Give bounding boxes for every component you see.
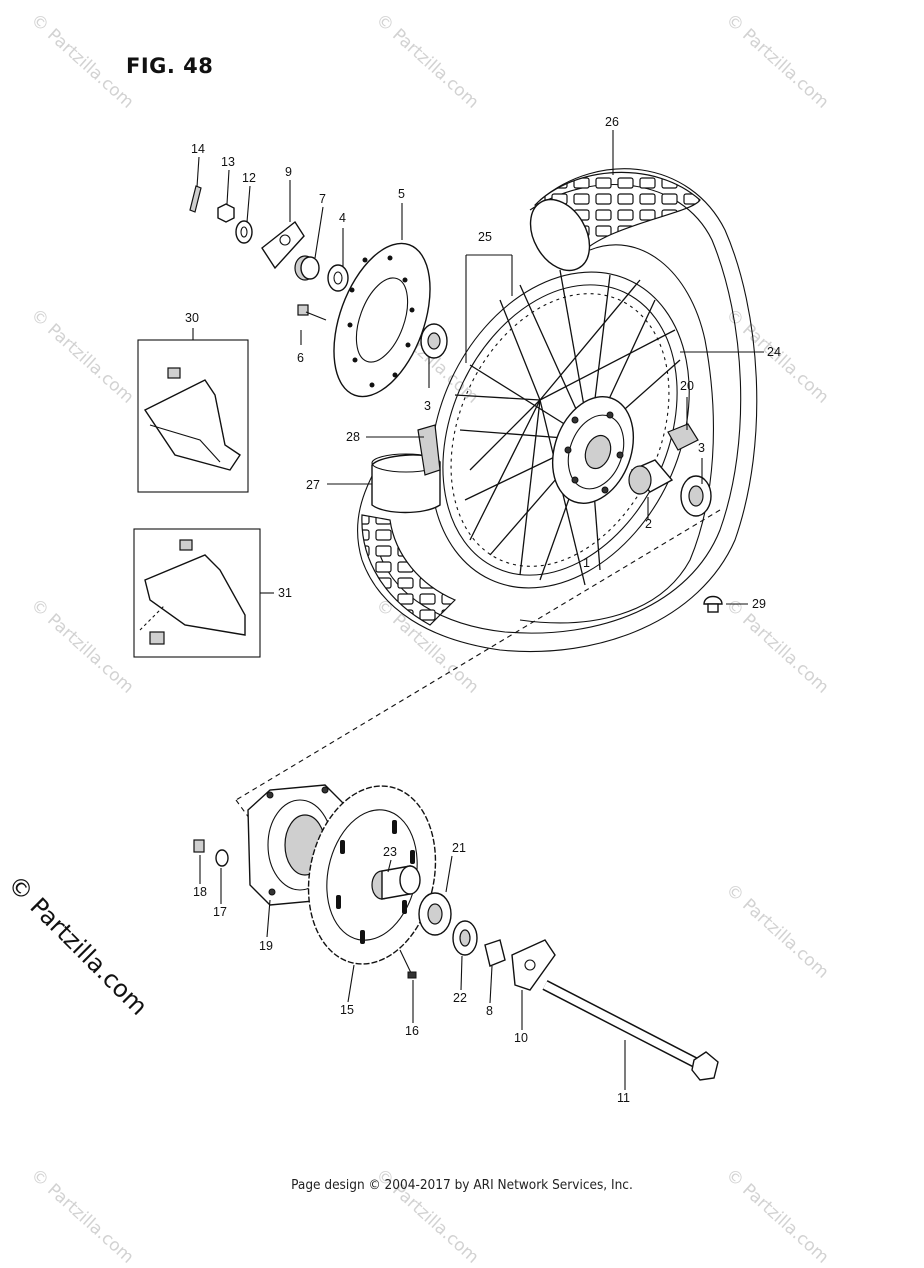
sprocket-bolt [399,949,417,979]
callout-29: 29 [752,597,766,611]
callout-31: 31 [278,586,292,600]
callout-12: 12 [242,171,256,185]
chain-adjuster-10 [511,939,556,991]
callout-3b: 3 [698,441,705,455]
callout-25: 25 [478,230,492,244]
bearing-right [680,475,712,517]
chain-adjuster [261,220,305,270]
guard-box-30 [137,339,249,493]
oil-seal [667,423,699,451]
axle-nut [217,203,235,223]
brake-disc [333,242,431,398]
bearing-21 [418,892,452,936]
callout-28: 28 [346,430,360,444]
callout-6: 6 [297,351,304,365]
callout-5: 5 [398,187,405,201]
disc-bolt [297,304,327,321]
callout-1: 1 [583,556,590,570]
parts-diagram: © Partzilla.com © Partzilla.com © Partzi… [2,10,832,1268]
callout-18: 18 [193,885,207,899]
callout-2: 2 [645,517,652,531]
callout-19: 19 [259,939,273,953]
drum-bolt-18 [193,839,205,853]
tire [357,168,758,653]
spacer-8 [484,939,506,967]
callout-labels: 1 2 3 3 4 5 6 7 8 9 10 11 12 13 14 15 16… [185,115,781,1105]
figure-title: FIG. 48 [126,54,214,78]
lock-washer-17 [215,849,229,867]
callout-13: 13 [221,155,235,169]
hub [551,396,635,504]
callout-23: 23 [383,845,397,859]
callout-15: 15 [340,1003,354,1017]
callout-16: 16 [405,1024,419,1038]
washer [327,264,349,292]
exploded-view-drawing: 1 2 3 3 4 5 6 7 8 9 10 11 12 13 14 15 16… [133,115,781,1105]
cap-plug [703,595,723,613]
leader-lines [192,130,764,1090]
page-footer: Page design © 2004-2017 by ARI Network S… [291,1177,633,1193]
callout-24: 24 [767,345,781,359]
guard-box-31 [133,528,261,658]
spacer [628,459,674,495]
callout-22: 22 [453,991,467,1005]
collar [294,255,320,281]
callout-11: 11 [617,1091,630,1105]
callout-27: 27 [306,478,320,492]
callout-8: 8 [486,1004,493,1018]
spacer-23 [371,865,421,900]
callout-21: 21 [452,841,466,855]
callout-4: 4 [339,211,346,225]
callout-14: 14 [191,142,205,156]
cotter-pin [189,185,202,213]
callout-30: 30 [185,311,199,325]
rim-band [371,453,441,514]
bearing-left [420,323,448,359]
callout-20: 20 [680,379,694,393]
callout-17: 17 [213,905,227,919]
callout-7: 7 [319,192,326,206]
flat-washer [235,220,253,244]
oil-seal-22 [452,920,478,956]
callout-3: 3 [424,399,431,413]
axle-shaft [542,980,719,1081]
callout-9: 9 [285,165,292,179]
callout-26: 26 [605,115,619,129]
callout-10: 10 [514,1031,528,1045]
